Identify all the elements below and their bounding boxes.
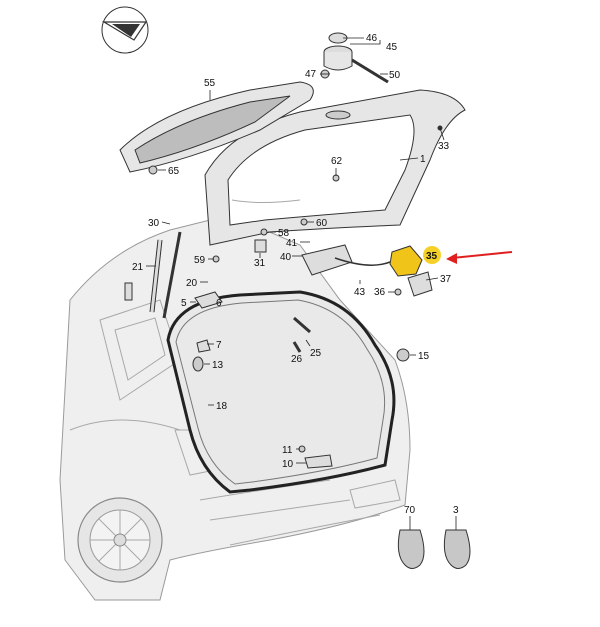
tailgate-opening-seal — [166, 290, 396, 494]
callout-3: 3 — [453, 505, 459, 516]
tailgate-lock-highlighted — [389, 245, 433, 297]
cover-cap-assembly — [320, 32, 389, 84]
hinge — [194, 291, 223, 309]
callout-40: 40 — [280, 252, 292, 263]
callout-36: 36 — [374, 287, 386, 298]
callout-18: 18 — [216, 401, 228, 412]
callout-46: 46 — [366, 33, 378, 44]
callout-62: 62 — [331, 156, 343, 167]
callout-65: 65 — [168, 166, 180, 177]
highlight-arrow — [446, 251, 513, 264]
callout-labels: 46 45 47 50 55 33 1 62 65 60 58 41 40 30… — [132, 33, 459, 516]
callout-35: 35 — [426, 251, 438, 262]
callout-21: 21 — [132, 262, 144, 273]
callout-33: 33 — [438, 141, 450, 152]
callout-6: 6 — [216, 298, 222, 309]
callout-31: 31 — [254, 258, 266, 269]
lock-actuator — [301, 244, 391, 276]
callout-41: 41 — [286, 238, 298, 249]
leader-lines — [146, 37, 457, 530]
small-parts — [148, 125, 471, 569]
callout-37: 37 — [440, 274, 452, 285]
callout-58: 58 — [278, 228, 290, 239]
highlight-badge — [423, 246, 441, 264]
callout-25: 25 — [310, 348, 322, 359]
tailgate-panel — [204, 89, 466, 246]
gas-struts — [124, 231, 182, 319]
callout-50: 50 — [389, 70, 401, 81]
callout-70: 70 — [404, 505, 416, 516]
direction-logo-icon — [101, 6, 149, 54]
callout-13: 13 — [212, 360, 224, 371]
callout-55: 55 — [204, 78, 216, 89]
callout-15: 15 — [418, 351, 430, 362]
callout-26: 26 — [291, 354, 303, 365]
callout-60: 60 — [316, 218, 328, 229]
roof-spoiler — [119, 81, 314, 173]
callout-59: 59 — [194, 255, 206, 266]
callout-20: 20 — [186, 278, 198, 289]
callout-7: 7 — [216, 340, 222, 351]
callout-10: 10 — [282, 459, 294, 470]
callout-5: 5 — [181, 298, 187, 309]
callout-30: 30 — [148, 218, 160, 229]
callout-45: 45 — [386, 42, 398, 53]
callout-1: 1 — [420, 154, 426, 165]
callout-43: 43 — [354, 287, 366, 298]
callout-47: 47 — [305, 69, 317, 80]
callout-11: 11 — [282, 445, 293, 456]
